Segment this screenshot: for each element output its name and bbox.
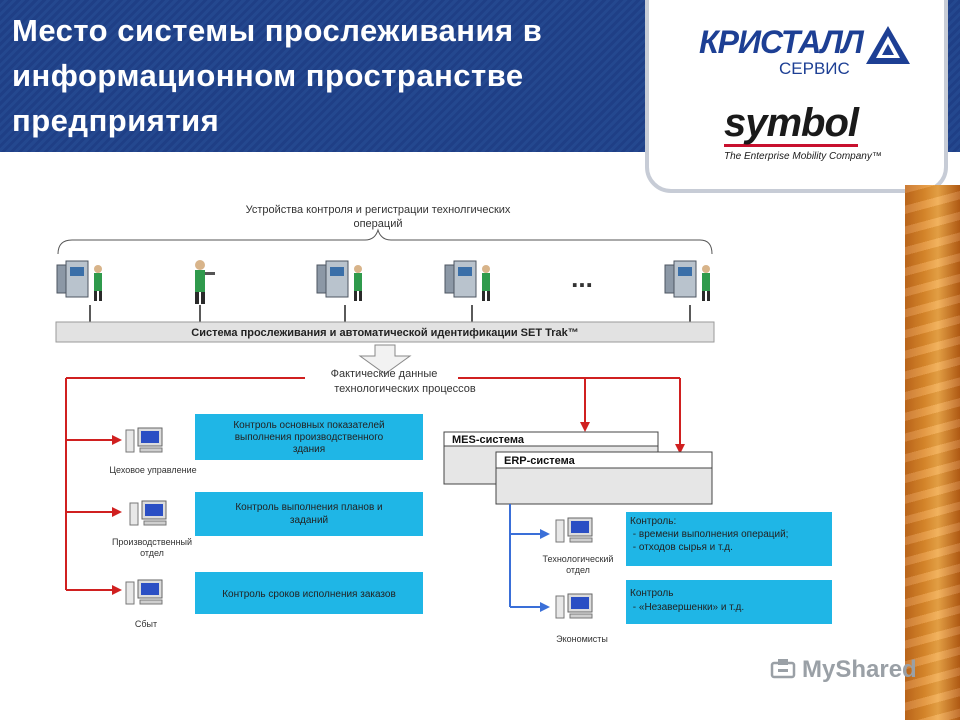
symbol-logo-text: symbol	[724, 101, 859, 147]
myshared-logo-icon	[770, 659, 796, 679]
workstation-3-icon	[444, 260, 490, 301]
watermark: MyShared	[770, 656, 917, 684]
computer-5-icon	[555, 593, 593, 619]
device-connectors	[89, 305, 691, 322]
computer-4-icon	[555, 517, 593, 543]
computer-1-icon	[125, 427, 163, 453]
red-flow-lines	[65, 377, 685, 595]
slide-title: Место системы прослеживания в информацио…	[12, 8, 652, 143]
tracking-system-diagram: Устройства контроля и регистрации технол…	[0, 152, 905, 720]
workstation-2-icon	[316, 260, 362, 301]
symbol-logo-tagline: The Enterprise Mobility Company™	[724, 151, 882, 162]
control-box-4-line-1: Контроль:	[630, 516, 676, 527]
title-line-1: Место системы прослеживания в	[12, 13, 543, 48]
control-box-3	[195, 572, 423, 614]
operator-with-scanner-icon	[195, 260, 215, 304]
control-box-2-line-2: заданий	[290, 515, 328, 526]
kristall-logo-text: КРИСТАЛЛ	[699, 24, 864, 60]
actual-data-label-line-1: Фактические данные	[331, 368, 438, 380]
workstation-1-icon	[56, 260, 102, 301]
control-box-3-line-1: Контроль сроков исполнения заказов	[222, 589, 396, 600]
control-box-4-line-3: - отходов сырья и т.д.	[630, 542, 733, 553]
devices-ellipsis: ...	[571, 263, 593, 293]
watermark-text: MyShared	[802, 656, 917, 683]
kristall-logo-subtext: СЕРВИС	[779, 59, 850, 78]
diagram-canvas: Устройства контроля и регистрации технол…	[55, 204, 832, 644]
pc-2-label-line-1: Производственный	[112, 537, 192, 547]
title-line-2: информационном пространстве	[12, 58, 524, 93]
tracking-system-bar	[55, 321, 715, 343]
pc-3-label-line-1: Сбыт	[135, 619, 157, 629]
erp-system-block: ERP-система	[495, 451, 713, 505]
data-flow-down-arrow	[358, 344, 412, 375]
control-box-4-line-2: - времени выполнения операций;	[630, 529, 788, 540]
computer-2-icon	[129, 500, 167, 526]
pc-2-label-line-2: отдел	[140, 548, 164, 558]
title-line-3: предприятия	[12, 103, 220, 138]
control-box-1	[195, 414, 423, 460]
blue-flow-lines	[509, 504, 550, 612]
erp-system-label: ERP-система	[504, 455, 576, 467]
control-box-5	[626, 580, 832, 624]
control-box-1-line-2: выполнения производственного	[235, 432, 384, 443]
control-box-1-line-1: Контроль основных показателей	[233, 420, 384, 431]
devices-label-line-2: операций	[353, 218, 402, 230]
logo-panel: КРИСТАЛЛ СЕРВИС symbol The Enterprise Mo…	[645, 0, 948, 193]
mes-system-label: MES-система	[452, 434, 525, 446]
control-box-4	[626, 512, 832, 566]
devices-brace	[57, 228, 713, 255]
tracking-system-label: Система прослеживания и автоматической и…	[191, 327, 579, 339]
pc-1-label-line-1: Цеховое управление	[109, 465, 196, 475]
pc-5-label-line-1: Экономисты	[556, 634, 608, 644]
control-box-2-line-1: Контроль выполнения планов и	[235, 502, 382, 513]
computer-3-icon	[125, 579, 163, 605]
actual-data-label-line-2: технологических процессов	[334, 383, 476, 395]
devices-label-line-1: Устройства контроля и регистрации технол…	[246, 204, 511, 216]
pc-4-label-line-1: Технологический	[543, 554, 614, 564]
kristall-logo-mark-icon	[866, 26, 910, 64]
workstation-4-icon	[664, 260, 710, 301]
control-box-5-line-2: - «Незавершенки» и т.д.	[630, 602, 744, 613]
decorative-side-stripe	[905, 185, 960, 720]
pc-4-label-line-2: отдел	[566, 565, 590, 575]
control-box-5-line-1: Контроль	[630, 588, 673, 599]
control-box-1-line-3: здания	[293, 444, 325, 455]
control-box-2	[195, 492, 423, 536]
